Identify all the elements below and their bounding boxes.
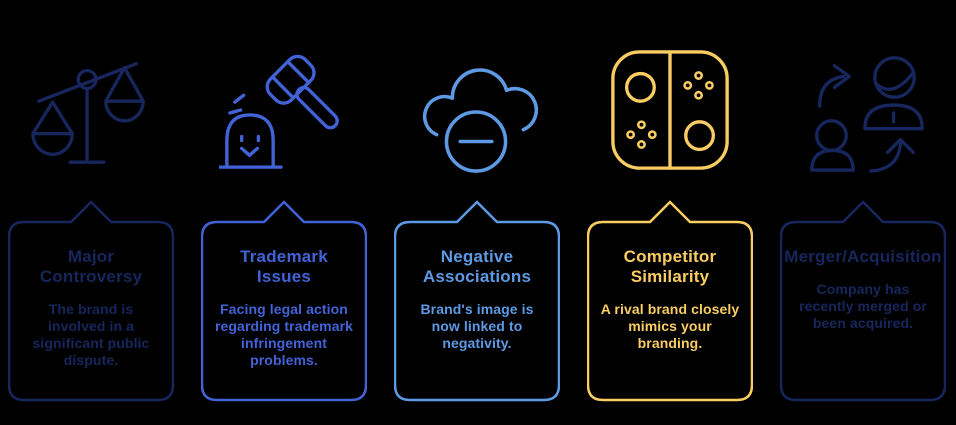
callout-bubble: Negative Associations Brand's image is n…	[394, 200, 560, 402]
card-description: Brand's image is now linked to negativit…	[420, 301, 534, 352]
card-trademark-issues: Trademark Issues Facing legal action reg…	[201, 0, 367, 402]
bubble-frame	[780, 200, 946, 402]
card-major-controversy: Major Controversy The brand is involved …	[8, 0, 174, 402]
callout-bubble: Major Controversy The brand is involved …	[8, 200, 174, 402]
people-swap-icon	[780, 0, 946, 200]
bubble-frame	[201, 200, 367, 402]
card-description: Company has recently merged or been acqu…	[799, 281, 927, 332]
card-competitor-similarity: Competitor Similarity A rival brand clos…	[587, 0, 753, 402]
card-description: A rival brand closely mimics your brandi…	[600, 301, 740, 352]
scales-of-justice-icon	[8, 0, 174, 200]
bubble-frame	[587, 200, 753, 402]
card-title: Merger/Acquisition	[784, 247, 942, 266]
card-title: Trademark Issues	[240, 247, 328, 287]
gavel-whack-icon	[201, 0, 367, 200]
game-controller-icon	[587, 0, 753, 200]
cloud-minus-icon	[394, 0, 560, 200]
callout-bubble: Merger/Acquisition Company has recently …	[780, 200, 946, 402]
infographic-row: Major Controversy The brand is involved …	[8, 0, 946, 402]
callout-bubble: Trademark Issues Facing legal action reg…	[201, 200, 367, 402]
bubble-frame	[8, 200, 174, 402]
card-description: Facing legal action regarding trademark …	[214, 301, 354, 369]
card-title: Negative Associations	[422, 247, 532, 287]
card-negative-associations: Negative Associations Brand's image is n…	[394, 0, 560, 402]
card-title: Major Controversy	[39, 247, 143, 287]
card-title: Competitor Similarity	[623, 247, 717, 287]
card-description: The brand is involved in a significant p…	[32, 301, 150, 369]
card-merger-acquisition: Merger/Acquisition Company has recently …	[780, 0, 946, 402]
bubble-frame	[394, 200, 560, 402]
callout-bubble: Competitor Similarity A rival brand clos…	[587, 200, 753, 402]
